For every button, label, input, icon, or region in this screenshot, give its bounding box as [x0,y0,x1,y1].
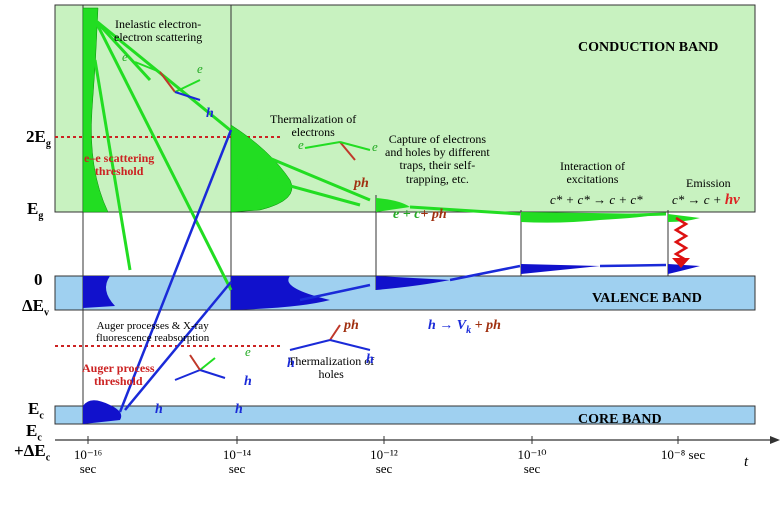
energy-2eg-label: 2Eg [26,127,51,150]
valence-band-label: VALENCE BAND [592,291,702,306]
hole-distribution-1 [83,276,115,308]
particle-ph-1: ph [354,176,369,191]
ee-threshold-label: e–e scattering threshold [84,151,155,179]
hole-distribution-4 [521,264,600,274]
emission-arrow-head [672,258,690,268]
time-axis-label: t [744,454,749,470]
core-band-region [54,405,756,425]
energy-eg-label: Eg [27,199,44,222]
electron-distribution-2 [230,124,293,213]
conduction-band-label: CONDUCTION BAND [578,40,719,55]
particle-e-2: e [197,61,203,76]
particle-h-3: h [287,356,295,371]
self-trap-equation: h → Vk + ph [428,318,501,336]
inelastic-scattering-label: Inelastic electron- electron scattering [114,17,203,45]
emission-equation: c* → c + hν [672,192,740,208]
energy-ec-label: Ec [28,399,44,422]
scattering-glyph-3 [174,354,226,381]
auger-threshold-label: Auger process threshold [82,361,155,389]
thermalization-holes-label: Thermalization of holes [288,354,375,382]
time-axis-arrow [770,436,780,444]
particle-h-4: h [366,352,374,367]
particle-e-4: e [372,139,378,154]
energy-delta-ev-label: ΔEv [22,296,49,319]
hole-relaxation-lines [118,129,667,413]
scattering-glyph-2 [304,141,371,161]
interaction-label: Interaction of excitations [560,159,625,187]
particle-h-5: h [155,402,163,417]
capture-label: Capture of electrons and holes by differ… [385,132,490,186]
particle-e-3: e [298,137,304,152]
electron-distribution-3 [376,198,410,212]
core-band-label: CORE BAND [578,412,662,427]
hole-distribution-2 [231,276,330,310]
hole-distribution-5 [668,264,700,274]
interaction-equation: c* + c* → c + c* [550,192,643,207]
auger-processes-label: Auger processes & X-ray fluorescence rea… [96,320,210,345]
scattering-glyph-1 [134,61,201,101]
emission-zigzag [673,216,689,262]
time-axis-ticks [87,436,679,444]
emission-label: Emission [686,176,731,190]
hole-distribution-3 [376,276,450,290]
particle-h-6: h [235,402,243,417]
particle-e-5: e [245,344,251,359]
particle-e-1: e [122,49,128,64]
conduction-band-region [54,4,756,213]
scattering-glyph-4 [289,324,371,351]
particle-ph-2: ph [344,318,359,333]
core-hole-distribution [83,400,122,424]
particle-h-1: h [206,106,214,121]
energy-ec-delta-label: +ΔEc [14,441,51,464]
thermalization-electrons-label: Thermalization of electrons [270,112,357,140]
energy-zero-label: 0 [34,270,43,289]
capture-equation: e + c+ ph [393,207,447,222]
time-tick-5: 10⁻⁸ sec [660,447,706,462]
particle-h-2: h [244,374,252,389]
electron-distribution-1 [82,7,109,213]
energy-ec2-label: Ec [26,421,42,444]
electron-distribution-5 [668,214,700,222]
